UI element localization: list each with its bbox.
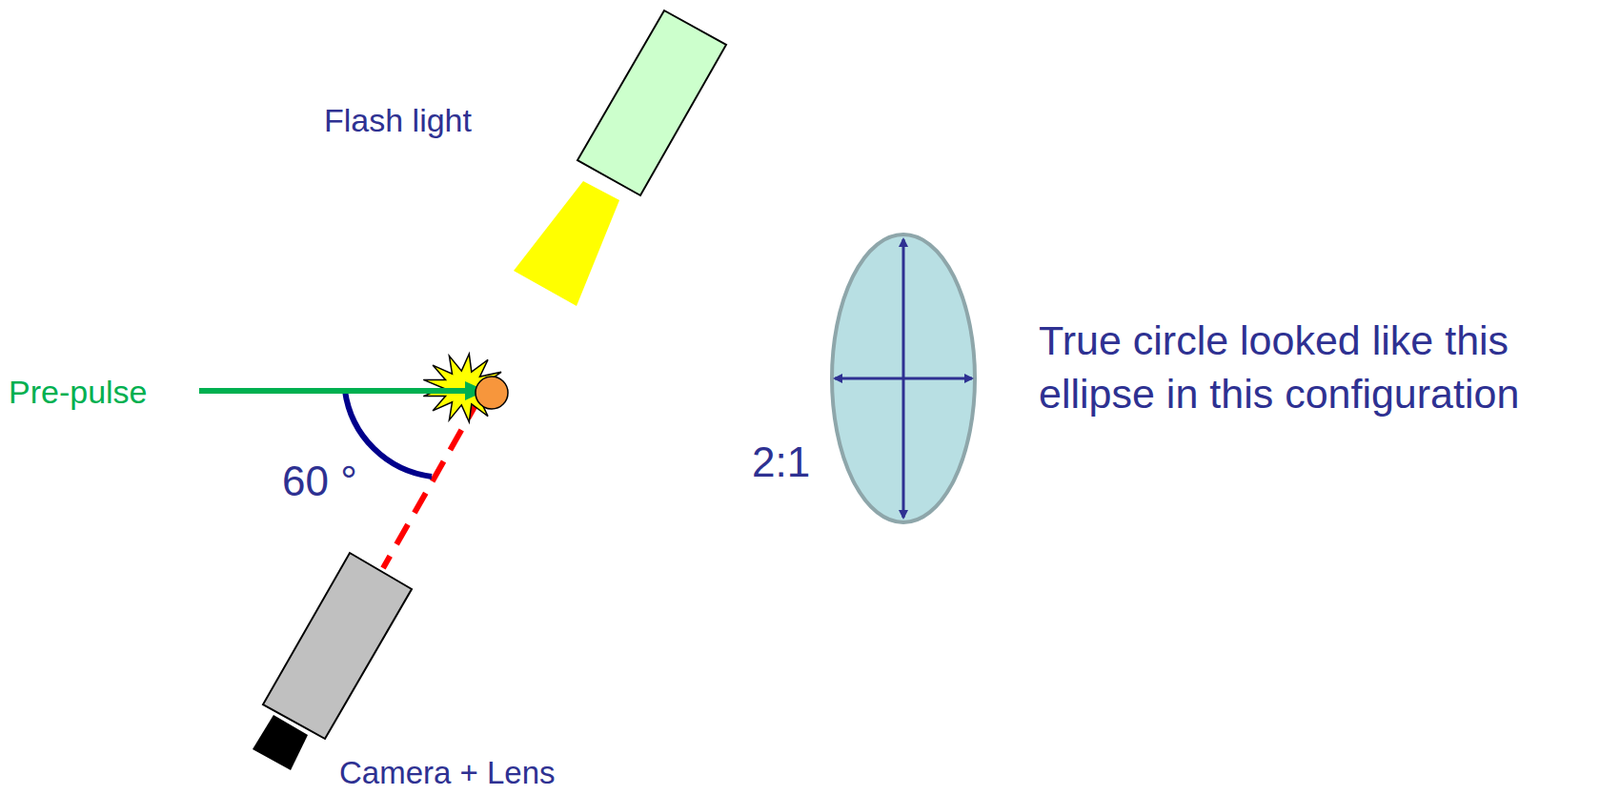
pre-pulse-beam bbox=[199, 387, 485, 394]
note-text: True circle looked like this ellipse in … bbox=[1038, 314, 1592, 422]
observed-ellipse bbox=[831, 234, 975, 523]
minor-axis-arrow bbox=[834, 377, 973, 381]
flash-light-body bbox=[577, 10, 727, 196]
camera-body bbox=[263, 552, 412, 739]
flash-beam bbox=[513, 181, 620, 306]
flash-light-label: Flash light bbox=[324, 101, 472, 140]
pre-pulse-label: Pre-pulse bbox=[8, 373, 148, 411]
ratio-label: 2:1 bbox=[751, 438, 811, 487]
camera-label: Camera + Lens bbox=[339, 754, 556, 791]
angle-label: 60 ° bbox=[282, 457, 358, 507]
target-droplet bbox=[475, 376, 508, 409]
camera-sight-line bbox=[383, 398, 480, 568]
camera-lens bbox=[252, 714, 308, 770]
angle-arc bbox=[344, 390, 432, 477]
